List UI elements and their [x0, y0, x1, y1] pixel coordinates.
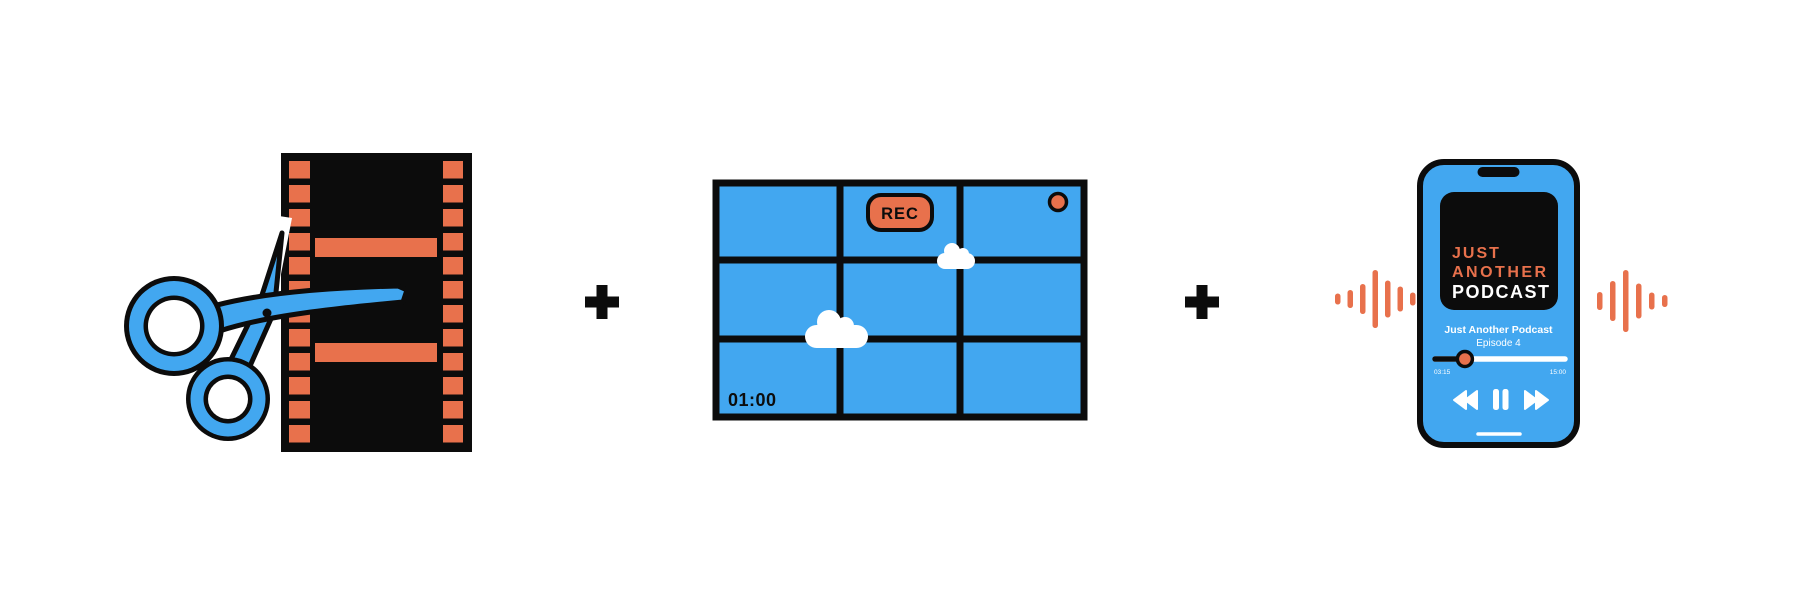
- sprocket-hole: [443, 329, 463, 347]
- sprocket-hole: [443, 353, 463, 371]
- scissors-blade-long: [181, 283, 410, 345]
- pause-bar: [1493, 389, 1499, 410]
- progress-bar[interactable]: [1432, 349, 1568, 369]
- sprocket-hole: [443, 401, 463, 419]
- scissors-handle-upper-hole: [148, 300, 200, 352]
- forward-button[interactable]: [1524, 390, 1549, 410]
- waveform-bar: [1335, 293, 1341, 305]
- audio-waveform-left-icon: [1335, 270, 1416, 328]
- waveform-bar: [1347, 290, 1353, 308]
- plus-icon: [585, 285, 619, 319]
- film-frame-bar: [315, 238, 437, 257]
- plus-vertical-bar: [596, 285, 608, 319]
- rec-badge-background: [866, 193, 934, 232]
- sprocket-hole: [443, 185, 463, 203]
- sprocket-hole: [443, 161, 463, 179]
- album-title-line2: ANOTHER: [1452, 264, 1549, 281]
- album-art: JUST ANOTHER PODCAST: [1440, 192, 1558, 310]
- film-sprocket-column-right: [443, 161, 463, 443]
- phone: JUST ANOTHER PODCAST Just Another Podcas…: [1417, 159, 1580, 448]
- rec-badge-label: REC: [881, 205, 919, 223]
- waveform-bar: [1623, 270, 1629, 332]
- record-dot-icon: [1047, 191, 1069, 213]
- waveform-bar: [1372, 270, 1378, 328]
- album-art-background: [1440, 192, 1558, 310]
- sprocket-hole: [443, 305, 463, 323]
- waveform-bar: [1397, 286, 1403, 312]
- sprocket-hole: [443, 233, 463, 251]
- rec-badge: REC: [866, 193, 934, 232]
- sprocket-hole: [289, 401, 310, 419]
- podcast-player-illustration: JUST ANOTHER PODCAST Just Another Podcas…: [1335, 159, 1668, 448]
- sprocket-hole: [289, 377, 310, 395]
- forward-triangle: [1524, 390, 1538, 410]
- sprocket-hole: [289, 233, 310, 251]
- progress-knob[interactable]: [1455, 349, 1475, 369]
- sprocket-hole: [289, 185, 310, 203]
- plus-icon: [1185, 285, 1219, 319]
- rewind-button[interactable]: [1453, 390, 1478, 410]
- waveform-bar: [1410, 292, 1416, 306]
- cloud-base: [937, 253, 975, 269]
- viewfinder-timestamp: 01:00: [728, 390, 777, 410]
- waveform-bar: [1636, 283, 1642, 319]
- sprocket-hole: [289, 209, 310, 227]
- sprocket-hole: [443, 377, 463, 395]
- pause-bar: [1502, 389, 1509, 410]
- forward-triangle: [1535, 390, 1549, 410]
- video-recording-illustration: REC 01:00: [712, 179, 1088, 421]
- film-frame-bar: [315, 343, 437, 362]
- sprocket-hole: [289, 161, 310, 179]
- scissors-pivot-dot: [262, 308, 272, 318]
- sprocket-hole: [443, 281, 463, 299]
- sprocket-hole: [443, 209, 463, 227]
- film-strip-icon: [260, 153, 472, 452]
- sprocket-hole: [289, 353, 310, 371]
- sprocket-hole: [443, 257, 463, 275]
- waveform-bar: [1597, 292, 1603, 310]
- cloud-base: [805, 325, 868, 348]
- film-editing-illustration: [124, 153, 472, 452]
- camera-island-icon: [1477, 167, 1520, 177]
- plus-vertical-bar: [1196, 285, 1208, 319]
- rewind-triangle: [1464, 390, 1478, 410]
- audio-waveform-right-icon: [1597, 270, 1668, 332]
- player-controls: [1453, 389, 1549, 410]
- time-total: 15:00: [1550, 369, 1567, 376]
- pause-button[interactable]: [1493, 389, 1509, 410]
- scissors-icon: [124, 230, 410, 441]
- waveform-bar: [1649, 292, 1655, 310]
- sprocket-hole: [443, 425, 463, 443]
- waveform-bar: [1360, 284, 1366, 314]
- waveform-bar: [1385, 280, 1391, 318]
- sprocket-hole: [289, 329, 310, 347]
- cloud-icon: [937, 243, 975, 269]
- waveform-bar: [1610, 281, 1616, 321]
- rewind-triangle: [1453, 390, 1467, 410]
- episode-label: Episode 4: [1476, 338, 1521, 349]
- sprocket-hole: [289, 257, 310, 275]
- album-title-line3: PODCAST: [1452, 282, 1551, 302]
- scissors-handle-lower-hole: [208, 379, 248, 419]
- album-title-line1: JUST: [1452, 245, 1501, 262]
- track-title: Just Another Podcast: [1444, 324, 1553, 336]
- cloud-icon: [805, 310, 868, 348]
- sprocket-hole: [289, 425, 310, 443]
- time-elapsed: 03:15: [1434, 369, 1451, 376]
- waveform-bar: [1662, 295, 1668, 307]
